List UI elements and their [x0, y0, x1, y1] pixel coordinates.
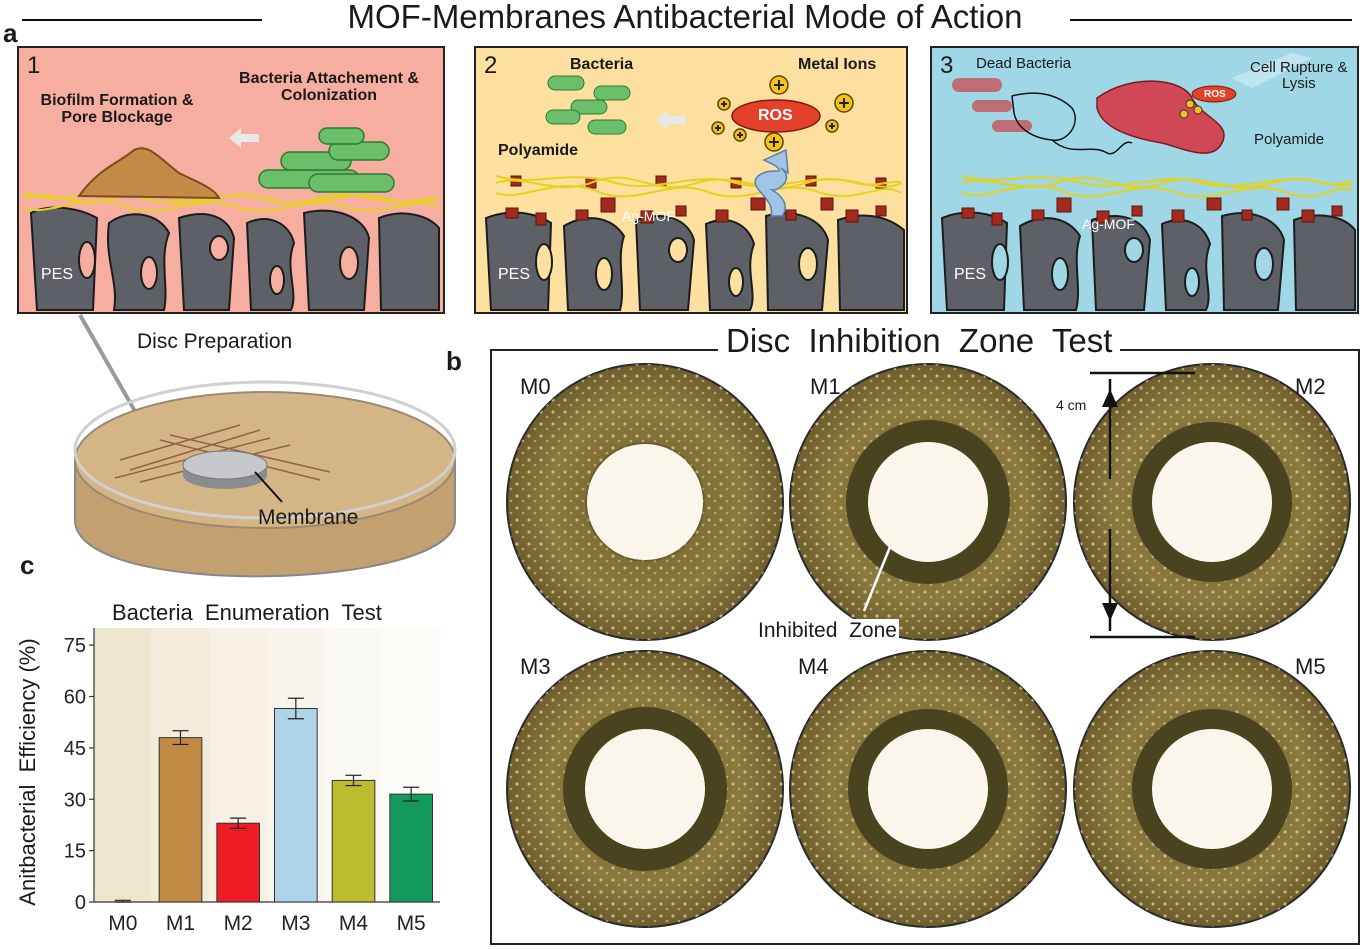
ros-ellipse [731, 99, 821, 133]
plate-m2 [1073, 363, 1351, 641]
y-tick-label: 60 [64, 687, 86, 709]
biofilm-mound [77, 147, 221, 200]
plate-label-m0: M0 [520, 374, 551, 399]
plate-m0 [506, 363, 784, 641]
panel-letter-a: a [3, 18, 18, 48]
move-arrow-icon [656, 110, 686, 130]
chart-title: Bacteria Enumeration Test [112, 600, 382, 625]
polyamide-label: Polyamide [498, 142, 579, 159]
x-tick-label: M4 [339, 912, 368, 935]
pes-label: PES [954, 266, 987, 283]
panel-letter-c: c [20, 550, 35, 580]
plate-m5 [1073, 650, 1351, 928]
dead-bacteria [952, 78, 1032, 132]
bar-m1 [158, 737, 203, 903]
background-band [94, 628, 152, 902]
bar-m2 [216, 822, 261, 903]
panel-2-illustration [484, 75, 905, 311]
panel-3-illustration [940, 53, 1356, 311]
inhibited-zone-label: Inhibited Zone [756, 619, 899, 643]
biofilm-label: Biofilm Formation & Pore Blockage [40, 92, 194, 126]
rupture-label: Cell Rupture & Lysis [1250, 59, 1348, 92]
agmof-label: Ag-MOF [1082, 216, 1135, 232]
panel-number-2: 2 [484, 52, 498, 79]
arrow-up-icon [1102, 389, 1118, 407]
title-rule-left [22, 19, 262, 21]
x-tick-label: M3 [281, 912, 310, 935]
move-arrow-icon [229, 128, 259, 148]
mechanism-panel-3: 3 Dead Bacteria Cell Rupture & Lysis ROS… [930, 46, 1359, 314]
ros-label: ROS [758, 107, 793, 124]
scale-label: 4 cm [1056, 397, 1087, 413]
disc-prep-title: Disc Preparation [137, 330, 293, 353]
x-tick-label: M0 [108, 912, 137, 935]
ruptured-cell-outline [1011, 92, 1076, 141]
pes-label: PES [41, 266, 74, 283]
panel-number-3: 3 [940, 52, 954, 79]
plate-m4 [789, 650, 1067, 928]
panel-letter-b: b [446, 346, 462, 376]
plate-label-m1: M1 [810, 374, 841, 399]
figure-title: MOF-Membranes Antibacterial Mode of Acti… [347, 0, 1023, 35]
y-tick-label: 15 [64, 841, 86, 863]
y-tick-label: 75 [64, 635, 86, 657]
scale-bar [1090, 371, 1195, 639]
bacteria [545, 75, 631, 135]
lysing-bacterium [1096, 80, 1225, 154]
plate-label-m5: M5 [1295, 654, 1326, 679]
y-tick-label: 0 [75, 892, 86, 914]
bar-m5 [389, 793, 434, 903]
panel-1-illustration [23, 127, 440, 311]
bar-m3 [273, 707, 318, 903]
title-rule-right [1070, 19, 1352, 21]
plate-label-m2: M2 [1295, 374, 1326, 399]
agmof-label: Ag-MOF [622, 208, 675, 224]
ros-ellipse [1191, 85, 1237, 103]
attachment-label: Bacteria Attachement & Colonization [239, 70, 419, 104]
x-tick-label: M5 [397, 912, 426, 935]
metal-ions-label: Metal Ions [798, 56, 877, 73]
bar-m4 [331, 779, 376, 903]
bacteria-label: Bacteria [570, 56, 634, 73]
green-bacteria [258, 127, 395, 193]
x-tick-label: M2 [224, 912, 253, 935]
x-tick-label: M1 [166, 912, 195, 935]
membrane-label: Membrane [258, 506, 359, 529]
plate-label-m4: M4 [798, 654, 829, 679]
plate-m3 [506, 650, 784, 928]
polyamide-label: Polyamide [1254, 131, 1325, 148]
plates-svg [506, 363, 1351, 928]
ros-label: ROS [1204, 89, 1226, 100]
release-arrow-icon [754, 148, 789, 217]
inhibition-title: Disc Inhibition Zone Test [718, 322, 1121, 360]
dead-bacteria-label: Dead Bacteria [976, 55, 1072, 72]
pes-label: PES [498, 266, 531, 283]
mechanism-panel-1: 1 Biofilm Formation & Pore Blockage Bact… [17, 46, 445, 314]
y-tick-label: 30 [64, 789, 86, 811]
inhibited-zone-pointer [862, 546, 892, 612]
panel-number-1: 1 [27, 52, 41, 79]
mechanism-panel-2: 2 Bacteria Metal Ions ROS Polyamide Ag-M… [474, 46, 908, 314]
chart-ylabel: Anitbacterial Efficiency (%) [15, 638, 40, 906]
plate-m1 [789, 363, 1067, 641]
y-tick-label: 45 [64, 738, 86, 760]
plate-label-m3: M3 [520, 654, 551, 679]
petri-dish-illustration [73, 314, 457, 578]
arrow-down-icon [1102, 603, 1118, 621]
